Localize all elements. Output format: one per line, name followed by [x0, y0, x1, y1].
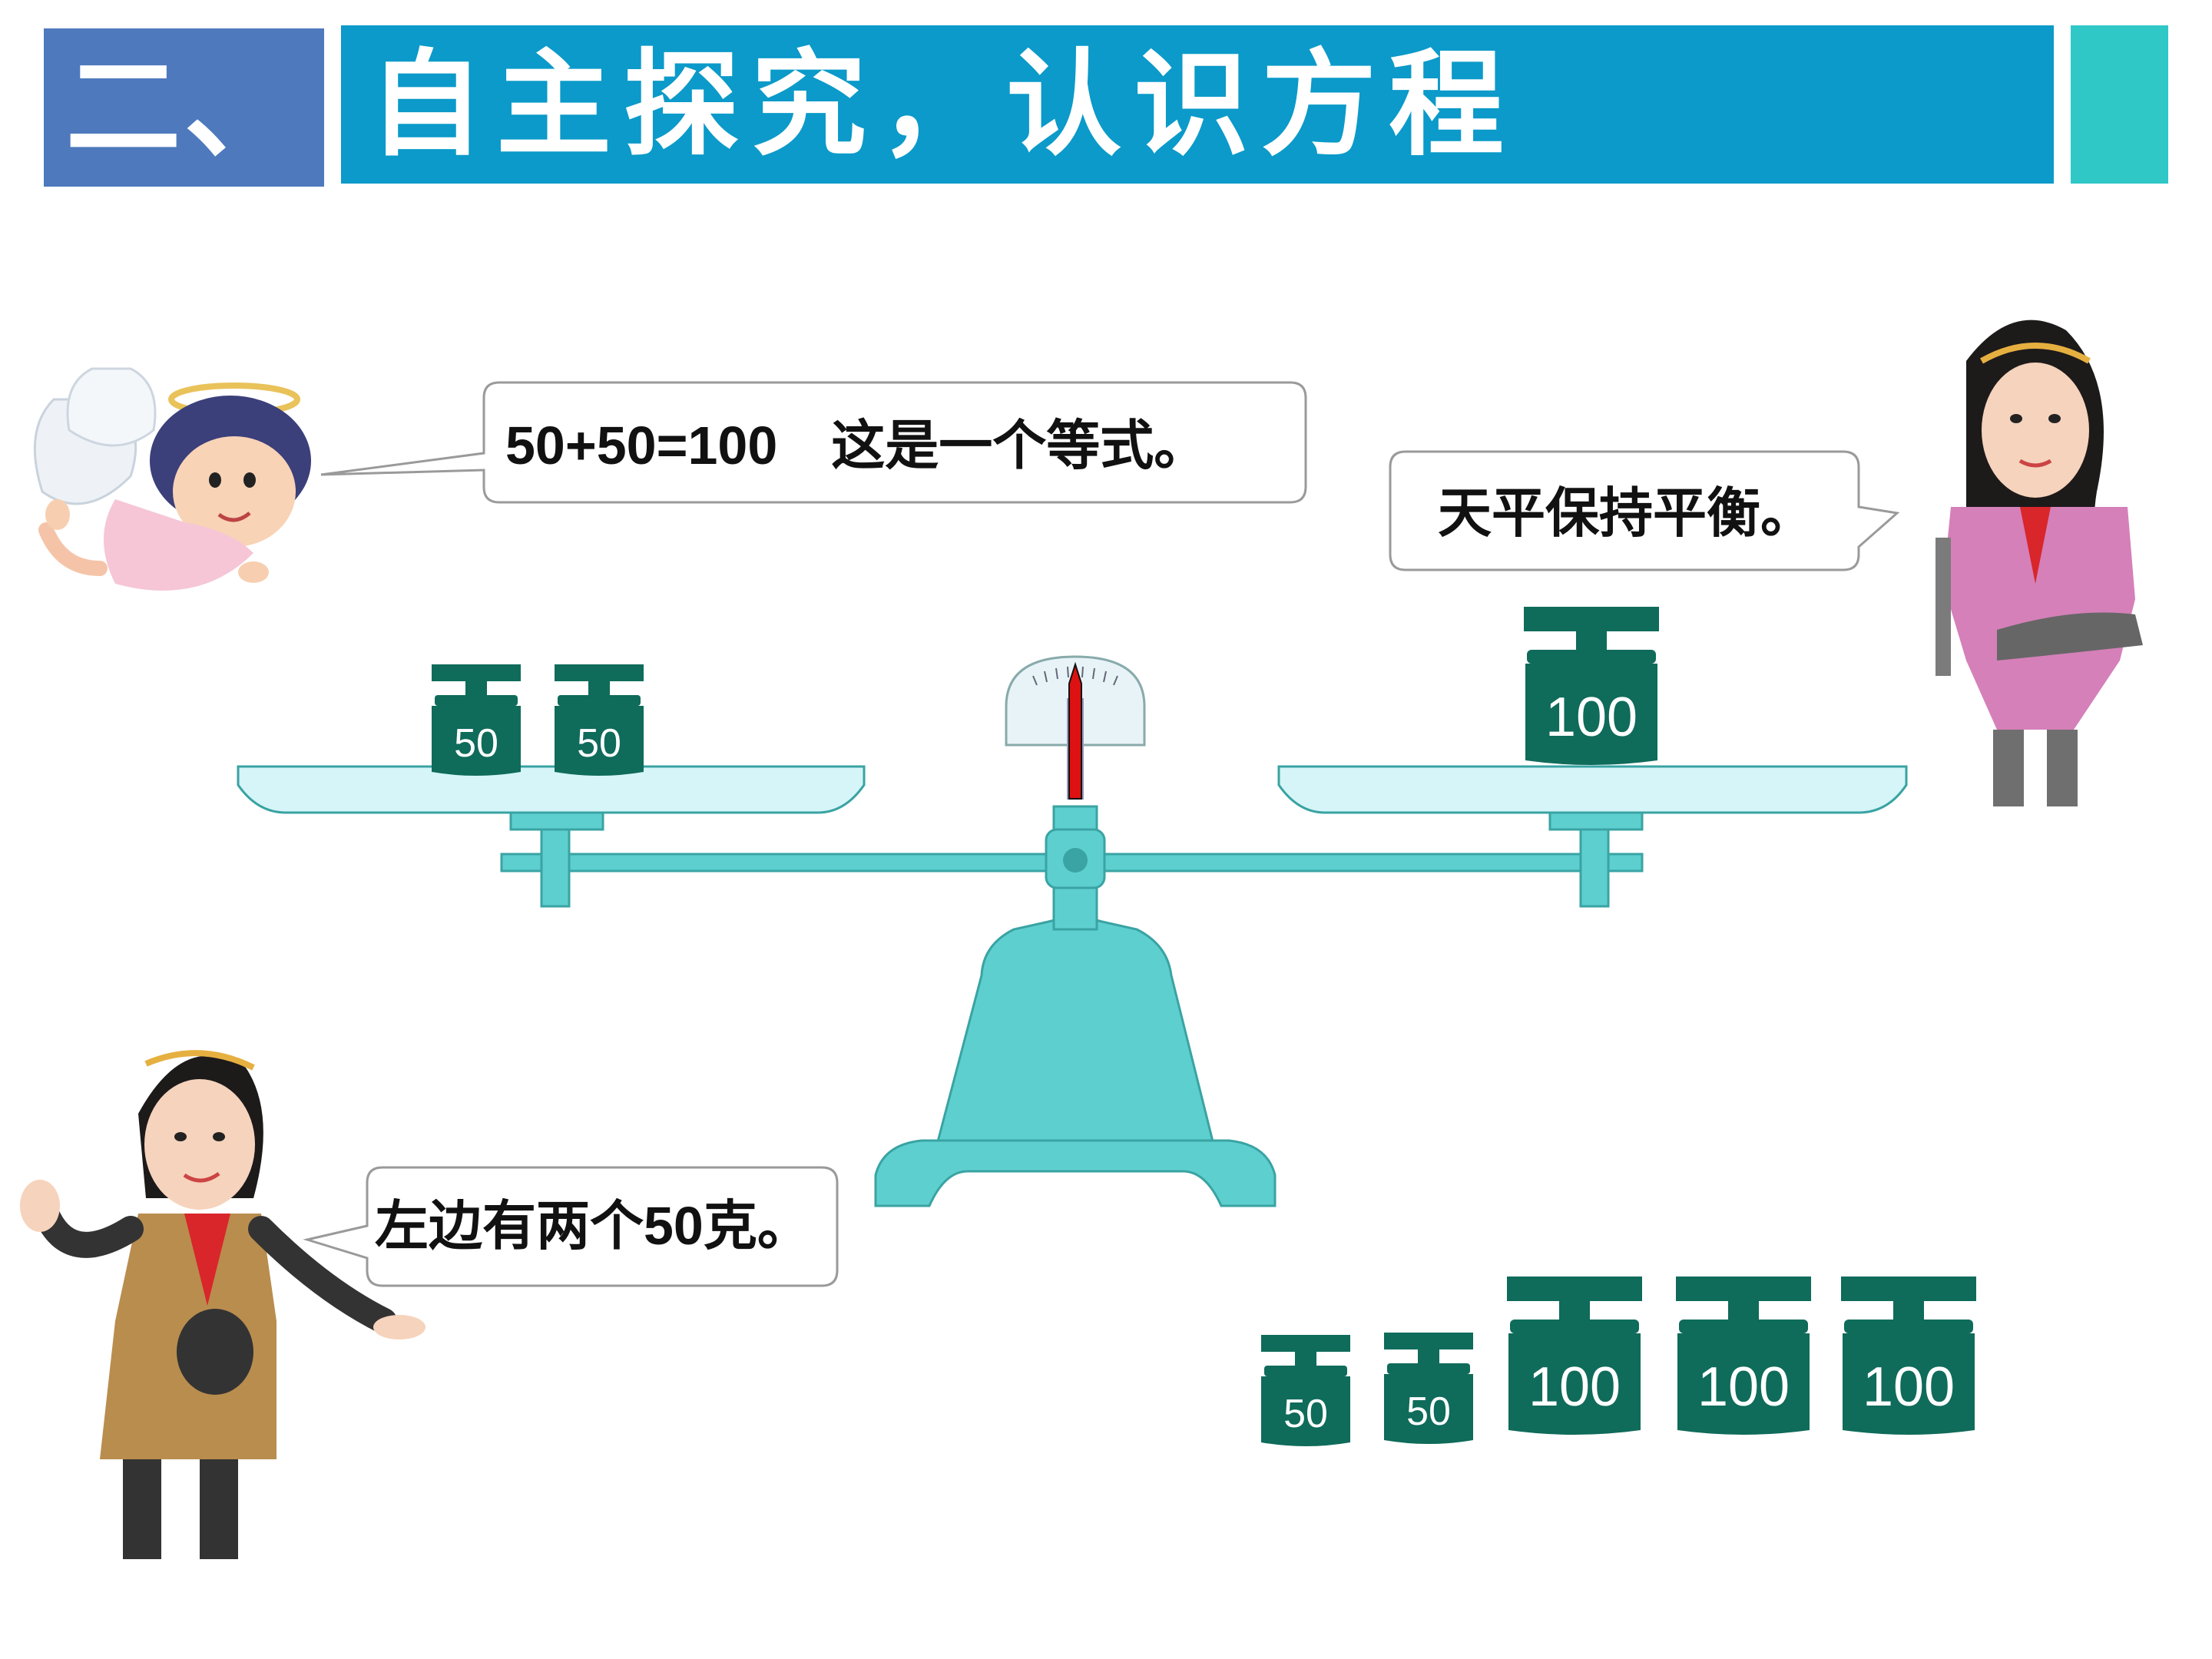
- right-pan: [1277, 765, 1908, 814]
- section-number: 二、: [44, 28, 324, 187]
- right-pan-weight-1: 100: [1524, 607, 1659, 765]
- equation-note: 这是一个等式。: [831, 413, 1208, 477]
- girl-left-character: [20, 1050, 426, 1559]
- girl-left-speech-bubble: [303, 1166, 839, 1287]
- spare-weight-100-c: 100: [1841, 1277, 1976, 1435]
- girl-left-text-suffix: 克。: [703, 1194, 811, 1257]
- weight-label: 100: [1545, 687, 1637, 748]
- weight-label: 100: [1697, 1356, 1790, 1418]
- spare-weight-50-b: 50: [1384, 1333, 1473, 1444]
- spare-weight-50-a: 50: [1261, 1335, 1350, 1446]
- spare-weight-100-a: 100: [1507, 1277, 1642, 1435]
- equation-text: 50+50=100: [505, 416, 778, 475]
- angel-speech-bubble: [320, 381, 1307, 504]
- girl-right-character: [1936, 320, 2143, 806]
- header-accent-block: [2071, 25, 2168, 184]
- weight-label: 100: [1863, 1356, 1955, 1418]
- weight-label: 50: [577, 721, 621, 766]
- weight-label: 50: [1283, 1392, 1328, 1436]
- page-title: 自主探究，认识方程: [369, 37, 1517, 172]
- weight-label: 50: [454, 721, 498, 766]
- scale-foot: [874, 1139, 1277, 1207]
- left-pan-weight-1: 50: [432, 664, 521, 776]
- weight-label: 100: [1528, 1356, 1621, 1418]
- scale-needle: [1068, 661, 1082, 800]
- title-bar: [341, 25, 2054, 184]
- weight-label: 50: [1406, 1389, 1451, 1434]
- angel-character: [33, 367, 311, 591]
- left-pan-weight-2: 50: [555, 664, 644, 776]
- angel-bubble-text: 50+50=100 这是一个等式。: [505, 415, 1207, 476]
- girl-left-bubble-text: 左边有两个50克。: [375, 1195, 811, 1257]
- dial-ticks: [1032, 666, 1118, 686]
- girl-right-bubble-text: 天平保持平衡。: [1438, 481, 1814, 545]
- balance-scale: [237, 655, 1908, 1207]
- scale-body: [935, 916, 1215, 1146]
- girl-left-text-number: 50: [644, 1196, 704, 1256]
- left-pan: [237, 765, 866, 814]
- spare-weight-100-b: 100: [1676, 1277, 1811, 1435]
- girl-right-speech-bubble: [1389, 450, 1900, 571]
- girl-left-text-prefix: 左边有两个: [375, 1194, 644, 1257]
